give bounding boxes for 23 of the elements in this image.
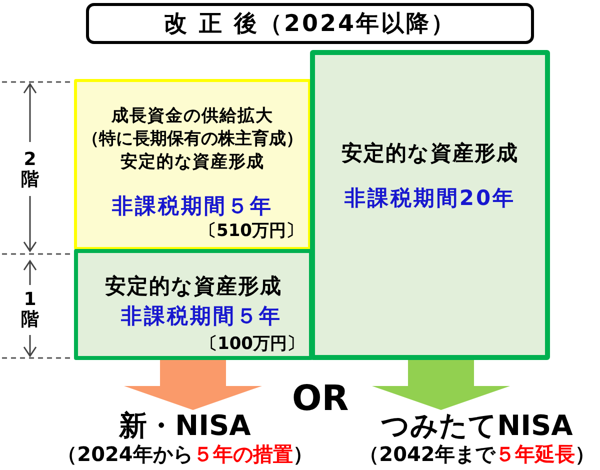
purpose-text: 安定的な資産形成 [105,273,282,299]
or-text: OR [292,382,349,417]
purpose-text: 成長資金の供給拡大 [112,105,274,128]
purpose-text: 安定的な資産形成 [120,151,264,174]
plan-note-text: （2024年から５年の措置） [57,442,313,466]
plan-box [74,79,311,250]
floor-label: 1階 [21,290,39,330]
plan-box [310,50,550,360]
plan-note-text: （2042年まで５年延長） [359,442,595,466]
purpose-text: 安定的な資産形成 [342,140,518,166]
plan-box [74,249,313,360]
tax-free-period-text: 非課税期間20年 [344,185,516,211]
block-arrow [124,360,262,410]
plan-name: 新・NISA [119,410,251,442]
purpose-text: （特に長期保有の株主育成） [82,128,303,151]
limit-amount-text: 〔100万円〕 [200,334,304,354]
block-arrow [372,360,510,410]
plan-name: つみたてNISA [381,410,573,442]
title-text: 改 正 後（2024年以降） [164,10,456,38]
tax-free-period-text: 非課税期間５年 [112,193,273,219]
limit-amount-text: 〔510万円〕 [200,221,303,241]
floor-label: 2階 [21,150,39,190]
tax-free-period-text: 非課税期間５年 [121,303,282,329]
